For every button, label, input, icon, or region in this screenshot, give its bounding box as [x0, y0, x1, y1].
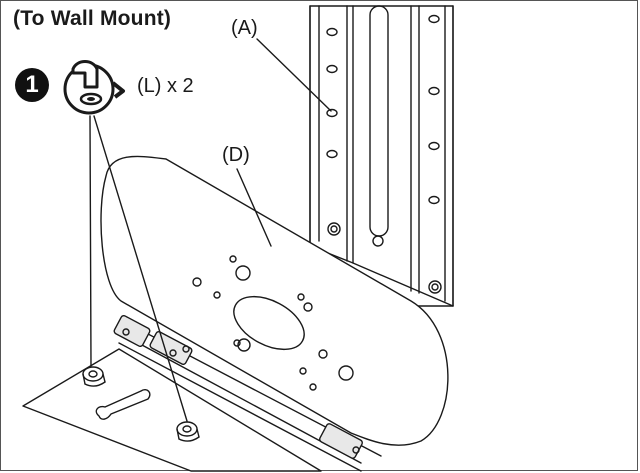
leader-screw-left: [89, 115, 92, 367]
slide-rail: [113, 315, 382, 472]
screw-left: [82, 366, 106, 387]
screw-quantity-label: (L) x 2: [137, 75, 194, 97]
step-number-badge: 1: [15, 68, 49, 102]
screw-right: [176, 421, 200, 442]
screw-rotate-icon: [63, 60, 125, 115]
leader-screw-right: [93, 115, 188, 422]
mounting-plate-d: [100, 155, 449, 446]
part-label-d: (D): [222, 144, 250, 166]
page-title: (To Wall Mount): [13, 7, 172, 30]
leader-a: [256, 38, 332, 112]
part-label-a: (A): [231, 17, 258, 39]
leader-d: [236, 168, 272, 247]
